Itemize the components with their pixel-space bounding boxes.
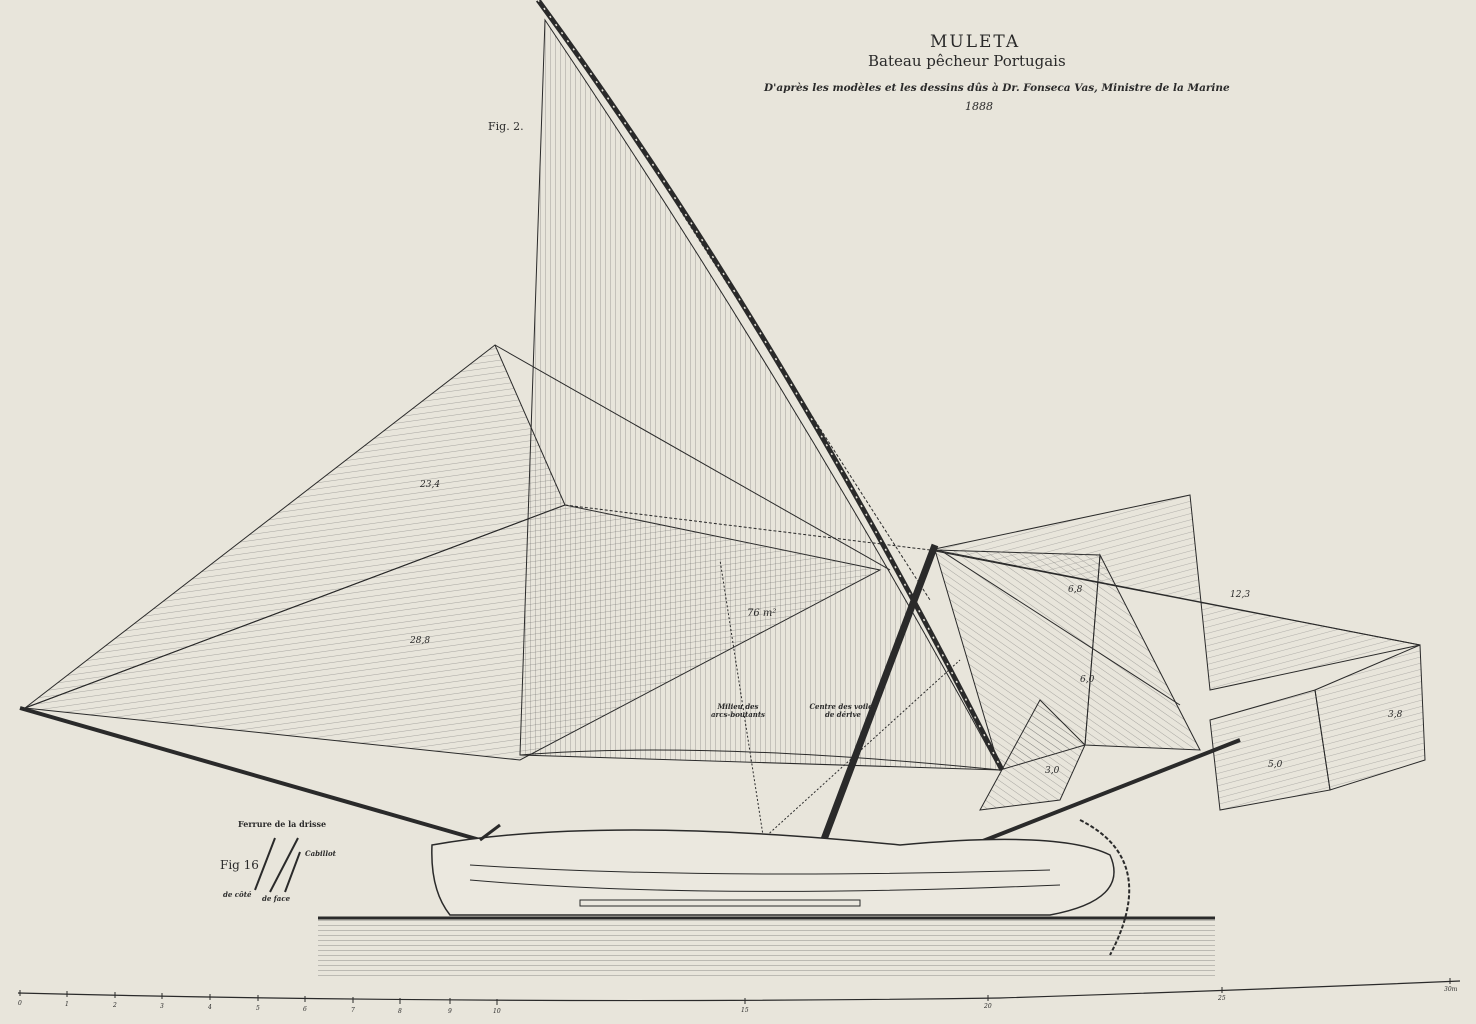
de-cote-label: de côté (223, 890, 252, 899)
scale-label: 3 (160, 1003, 164, 1010)
scale-label: 7 (351, 1007, 355, 1014)
area-main: 76 m² (747, 608, 777, 619)
scale-label: 0 (18, 1000, 22, 1007)
scale-label: 8 (398, 1008, 402, 1015)
mizzen-sail-d (1209, 689, 1331, 811)
mizzen-sail-e (1314, 644, 1426, 791)
fig2-label: Fig. 2. (488, 120, 524, 133)
scale-bar (17, 980, 1461, 1002)
scale-label: 6 (303, 1006, 307, 1013)
area-jib-lower: 28,8 (410, 636, 431, 646)
mizzen-sail-f (979, 699, 1086, 811)
scale-label: 30m (1444, 986, 1458, 993)
scale-label: 4 (208, 1004, 212, 1011)
de-face-label: de face (262, 894, 291, 903)
centre-annotation: Centre des voiles de dérive (809, 702, 877, 719)
area-mizzen-d: 3,8 (1388, 710, 1403, 720)
milieu-annotation: Milieu des arcs-boutants (710, 702, 766, 719)
scale-ticks (19, 978, 1451, 1005)
area-mizzen-a: 6,8 (1068, 585, 1083, 595)
mizzen-sail-c (1084, 553, 1201, 751)
hull (431, 829, 1115, 916)
scale-label: 2 (113, 1002, 117, 1009)
scale-label: 10 (493, 1008, 501, 1015)
scale-label: 20 (984, 1003, 992, 1010)
bowsprit (19, 706, 481, 842)
ferrure-label: Ferrure de la drisse (238, 819, 327, 829)
area-mizzen-c: 12,3 (1230, 590, 1251, 600)
scale-label: 15 (741, 1007, 749, 1014)
cabillot-label: Cabillot (305, 849, 336, 858)
scale-label: 1 (65, 1001, 69, 1008)
main-mast (816, 543, 939, 852)
fig16-fittings (254, 837, 301, 893)
fig16-label: Fig 16 (220, 858, 259, 872)
main-sail (519, 18, 1001, 771)
area-mizzen-f: 3,0 (1045, 766, 1060, 776)
area-mizzen-e: 5,0 (1268, 760, 1283, 770)
drawing-title: MULETA (930, 32, 1021, 52)
mizzen-yard (959, 738, 1241, 852)
scale-label: 25 (1218, 995, 1226, 1002)
drawing-year: 1888 (965, 100, 993, 113)
water-lines (318, 918, 1215, 980)
area-jib-upper: 23,4 (420, 480, 441, 490)
drawing-subtitle: Bateau pêcheur Portugais (868, 52, 1066, 70)
scale-label: 5 (256, 1005, 260, 1012)
scale-label: 9 (448, 1008, 452, 1015)
area-mizzen-b: 6,0 (1080, 675, 1095, 685)
drawing-credit: D'après les modèles et les dessins dûs à… (764, 82, 1230, 94)
